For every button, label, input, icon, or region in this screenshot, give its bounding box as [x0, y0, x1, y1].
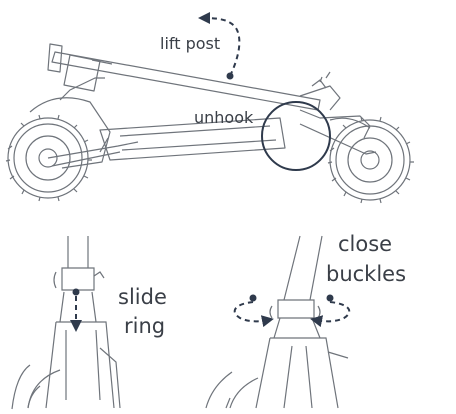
buckles-label: buckles: [326, 262, 407, 286]
close-buckles-arrows: [233, 294, 351, 328]
close-label: close: [338, 232, 393, 256]
slide-ring-arrow: [70, 288, 82, 332]
deck: [99, 117, 286, 161]
curved-arrow-icon: [198, 12, 241, 77]
rear-wheel: [5, 114, 92, 202]
slide-label: slide: [118, 285, 167, 309]
folded-scooter: [5, 43, 414, 204]
stem-slide-ring-view: [11, 236, 121, 410]
unhook-label: unhook: [194, 108, 254, 127]
ring-label: ring: [124, 314, 166, 338]
clamp-arrow-icon: [233, 301, 274, 328]
front-wheel: [327, 116, 414, 204]
clamp-arrow-icon: [310, 301, 351, 328]
folded-stem: [51, 51, 321, 111]
lift-post-label: lift post: [160, 34, 221, 53]
lift-post-arrow: [198, 12, 241, 80]
unhook-callout-circle: [261, 101, 331, 171]
